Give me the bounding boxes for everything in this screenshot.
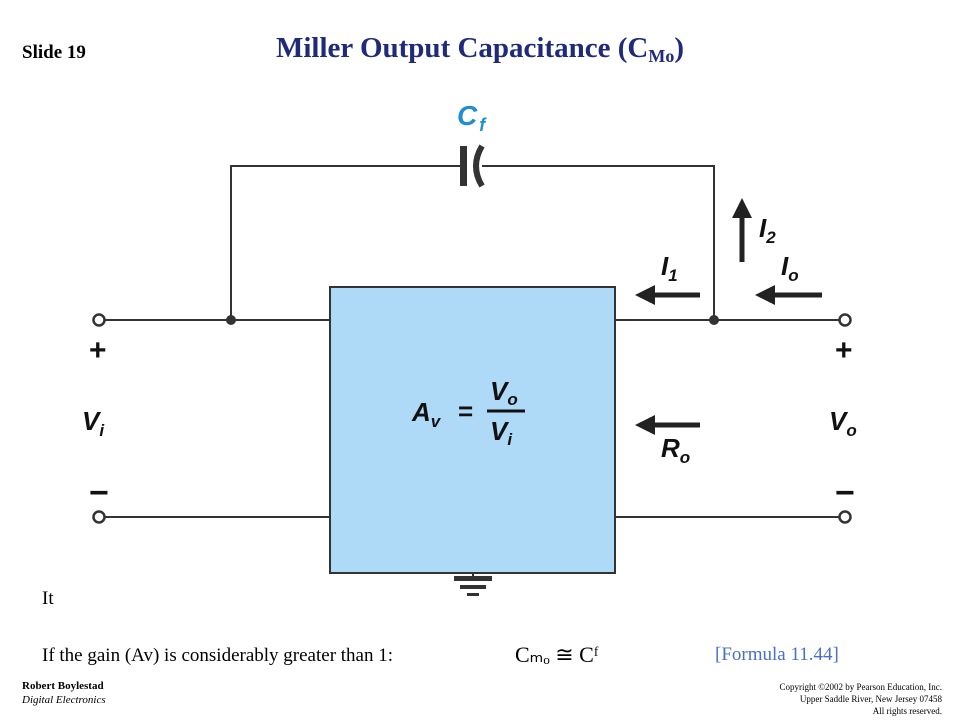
label-io: Io (781, 251, 799, 285)
output-plus-sign: + (835, 334, 853, 367)
gain-lhs: Av (411, 397, 442, 431)
label-vo: Vo (829, 406, 857, 440)
label-i2: I2 (759, 213, 776, 247)
output-terminal-top (838, 313, 852, 327)
title-subscript: Mo (648, 46, 675, 66)
arrow-io-icon (755, 285, 822, 305)
input-plus-sign: + (89, 334, 107, 367)
slide-title: Miller Output Capacitance (CMo) (0, 32, 960, 67)
input-terminal-bottom (92, 510, 106, 524)
arrow-i2-icon (732, 198, 752, 262)
formula-reference: [Formula 11.44] (715, 644, 839, 665)
input-terminal-top (92, 313, 106, 327)
copyright-line-2: Upper Saddle River, New Jersey 07458 (799, 694, 942, 704)
gain-denominator: Vi (490, 416, 513, 449)
label-vi: Vi (82, 406, 105, 440)
output-terminal-bottom (838, 510, 852, 524)
ground-icon (454, 576, 492, 596)
output-minus-sign: − (835, 474, 855, 512)
arrow-ro-icon (635, 415, 700, 435)
circuit-wires (103, 165, 840, 578)
label-ro: Ro (661, 433, 690, 467)
capacitor-icon (460, 144, 485, 188)
body-text-gain-condition: If the gain (Av) is considerably greater… (42, 645, 394, 666)
copyright-line-3: All rights reserved. (872, 706, 942, 716)
footer-author: Robert Boylestad (22, 680, 104, 692)
body-text-it: It (42, 588, 54, 609)
arrow-i1-icon (635, 285, 700, 305)
gain-numerator: Vo (490, 376, 518, 409)
amplifier-block (329, 286, 616, 574)
junction-dot-right (709, 315, 719, 325)
junction-dot-left (226, 315, 236, 325)
footer-book-title: Digital Electronics (22, 694, 106, 706)
title-text: Miller Output Capacitance (C (275, 32, 649, 64)
footer-copyright: Copyright ©2002 by Pearson Education, In… (682, 681, 942, 717)
input-minus-sign: − (89, 474, 109, 512)
gain-equals: = (458, 396, 473, 426)
copyright-line-1: Copyright ©2002 by Pearson Education, In… (779, 682, 942, 692)
label-i1: I1 (661, 251, 678, 285)
slide-number: Slide 19 (22, 42, 86, 63)
formula-cmo-approx-cf: Cₘₒ ≅ Cᶠ (515, 642, 599, 667)
title-close: ) (674, 32, 685, 64)
